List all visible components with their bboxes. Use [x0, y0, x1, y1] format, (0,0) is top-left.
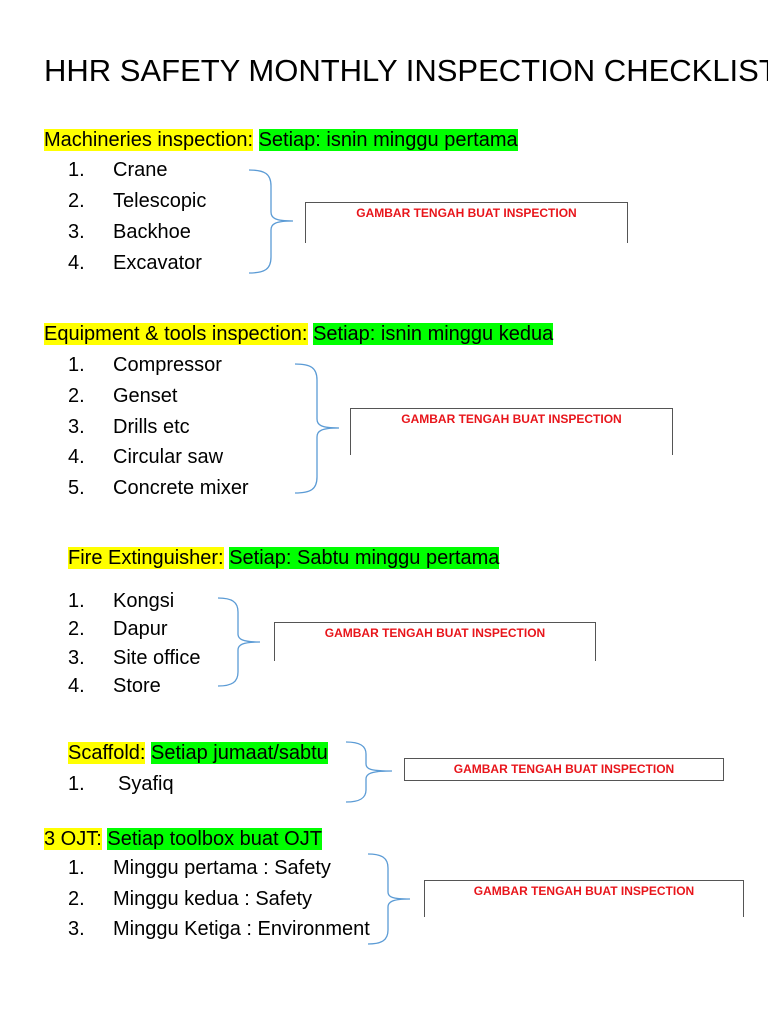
list-item: Store: [113, 675, 161, 697]
category-label: Equipment & tools inspection:: [44, 323, 308, 345]
list-item: Crane: [113, 159, 168, 181]
inspection-photo-placeholder: GAMBAR TENGAH BUAT INSPECTION: [274, 622, 596, 661]
list-item: Syafiq: [118, 773, 174, 795]
list-item: Minggu pertama : Safety: [113, 857, 331, 879]
section-heading: Fire Extinguisher: Setiap: Sabtu minggu …: [68, 545, 500, 571]
brace-icon: [248, 169, 294, 274]
inspection-photo-placeholder: GAMBAR TENGAH BUAT INSPECTION: [424, 880, 744, 917]
item-number: 2.: [68, 385, 85, 407]
placeholder-label: GAMBAR TENGAH BUAT INSPECTION: [324, 626, 546, 640]
inspection-photo-placeholder: GAMBAR TENGAH BUAT INSPECTION: [404, 758, 724, 781]
category-label: Scaffold:: [68, 742, 146, 764]
list-item: Concrete mixer: [113, 477, 249, 499]
list-item: Drills etc: [113, 416, 190, 438]
category-label: Fire Extinguisher:: [68, 547, 224, 569]
list-item: Dapur: [113, 618, 168, 640]
inspection-photo-placeholder: GAMBAR TENGAH BUAT INSPECTION: [350, 408, 673, 455]
brace-icon: [217, 597, 261, 687]
category-label: Machineries inspection:: [44, 129, 253, 151]
item-number: 5.: [68, 477, 85, 499]
item-number: 2.: [68, 190, 85, 212]
item-number: 1.: [68, 354, 85, 376]
inspection-photo-placeholder: GAMBAR TENGAH BUAT INSPECTION: [305, 202, 628, 243]
item-number: 3.: [68, 416, 85, 438]
schedule-label: Setiap: isnin minggu kedua: [313, 323, 554, 345]
schedule-label: Setiap: isnin minggu pertama: [258, 129, 518, 151]
list-item: Genset: [113, 385, 178, 407]
item-number: 3.: [68, 647, 85, 669]
item-number: 1.: [68, 590, 85, 612]
item-number: 1.: [68, 159, 85, 181]
page-title: HHR SAFETY MONTHLY INSPECTION CHECKLIST:: [44, 53, 768, 88]
brace-icon: [294, 363, 340, 494]
item-number: 4.: [68, 446, 85, 468]
list-item: Excavator: [113, 252, 202, 274]
placeholder-label: GAMBAR TENGAH BUAT INSPECTION: [453, 762, 675, 776]
list-item: Circular saw: [113, 446, 224, 468]
list-item: Site office: [113, 647, 201, 669]
item-number: 2.: [68, 888, 85, 910]
item-number: 2.: [68, 618, 85, 640]
list-item: Backhoe: [113, 221, 191, 243]
item-number: 3.: [68, 221, 85, 243]
item-number: 4.: [68, 252, 85, 274]
schedule-label: Setiap toolbox buat OJT: [107, 828, 322, 850]
list-item: Minggu kedua : Safety: [113, 888, 313, 910]
placeholder-label: GAMBAR TENGAH BUAT INSPECTION: [401, 412, 622, 426]
category-label: 3 OJT:: [44, 828, 102, 850]
schedule-label: Setiap jumaat/sabtu: [151, 742, 328, 764]
section-heading: Scaffold: Setiap jumaat/sabtu: [68, 740, 328, 766]
item-number: 1.: [68, 857, 85, 879]
item-number: 1.: [68, 773, 85, 795]
placeholder-label: GAMBAR TENGAH BUAT INSPECTION: [473, 884, 695, 898]
list-item: Kongsi: [113, 590, 175, 612]
list-item: Compressor: [113, 354, 222, 376]
brace-icon: [367, 853, 411, 945]
section-heading: 3 OJT: Setiap toolbox buat OJT: [44, 826, 322, 852]
list-item: Minggu Ketiga : Environment: [113, 918, 370, 940]
item-number: 3.: [68, 918, 85, 940]
brace-icon: [345, 741, 393, 803]
list-item: Telescopic: [113, 190, 207, 212]
section-heading: Equipment & tools inspection: Setiap: is…: [44, 321, 554, 347]
schedule-label: Setiap: Sabtu minggu pertama: [229, 547, 500, 569]
section-heading: Machineries inspection: Setiap: isnin mi…: [44, 127, 518, 153]
placeholder-label: GAMBAR TENGAH BUAT INSPECTION: [356, 206, 577, 220]
item-number: 4.: [68, 675, 85, 697]
